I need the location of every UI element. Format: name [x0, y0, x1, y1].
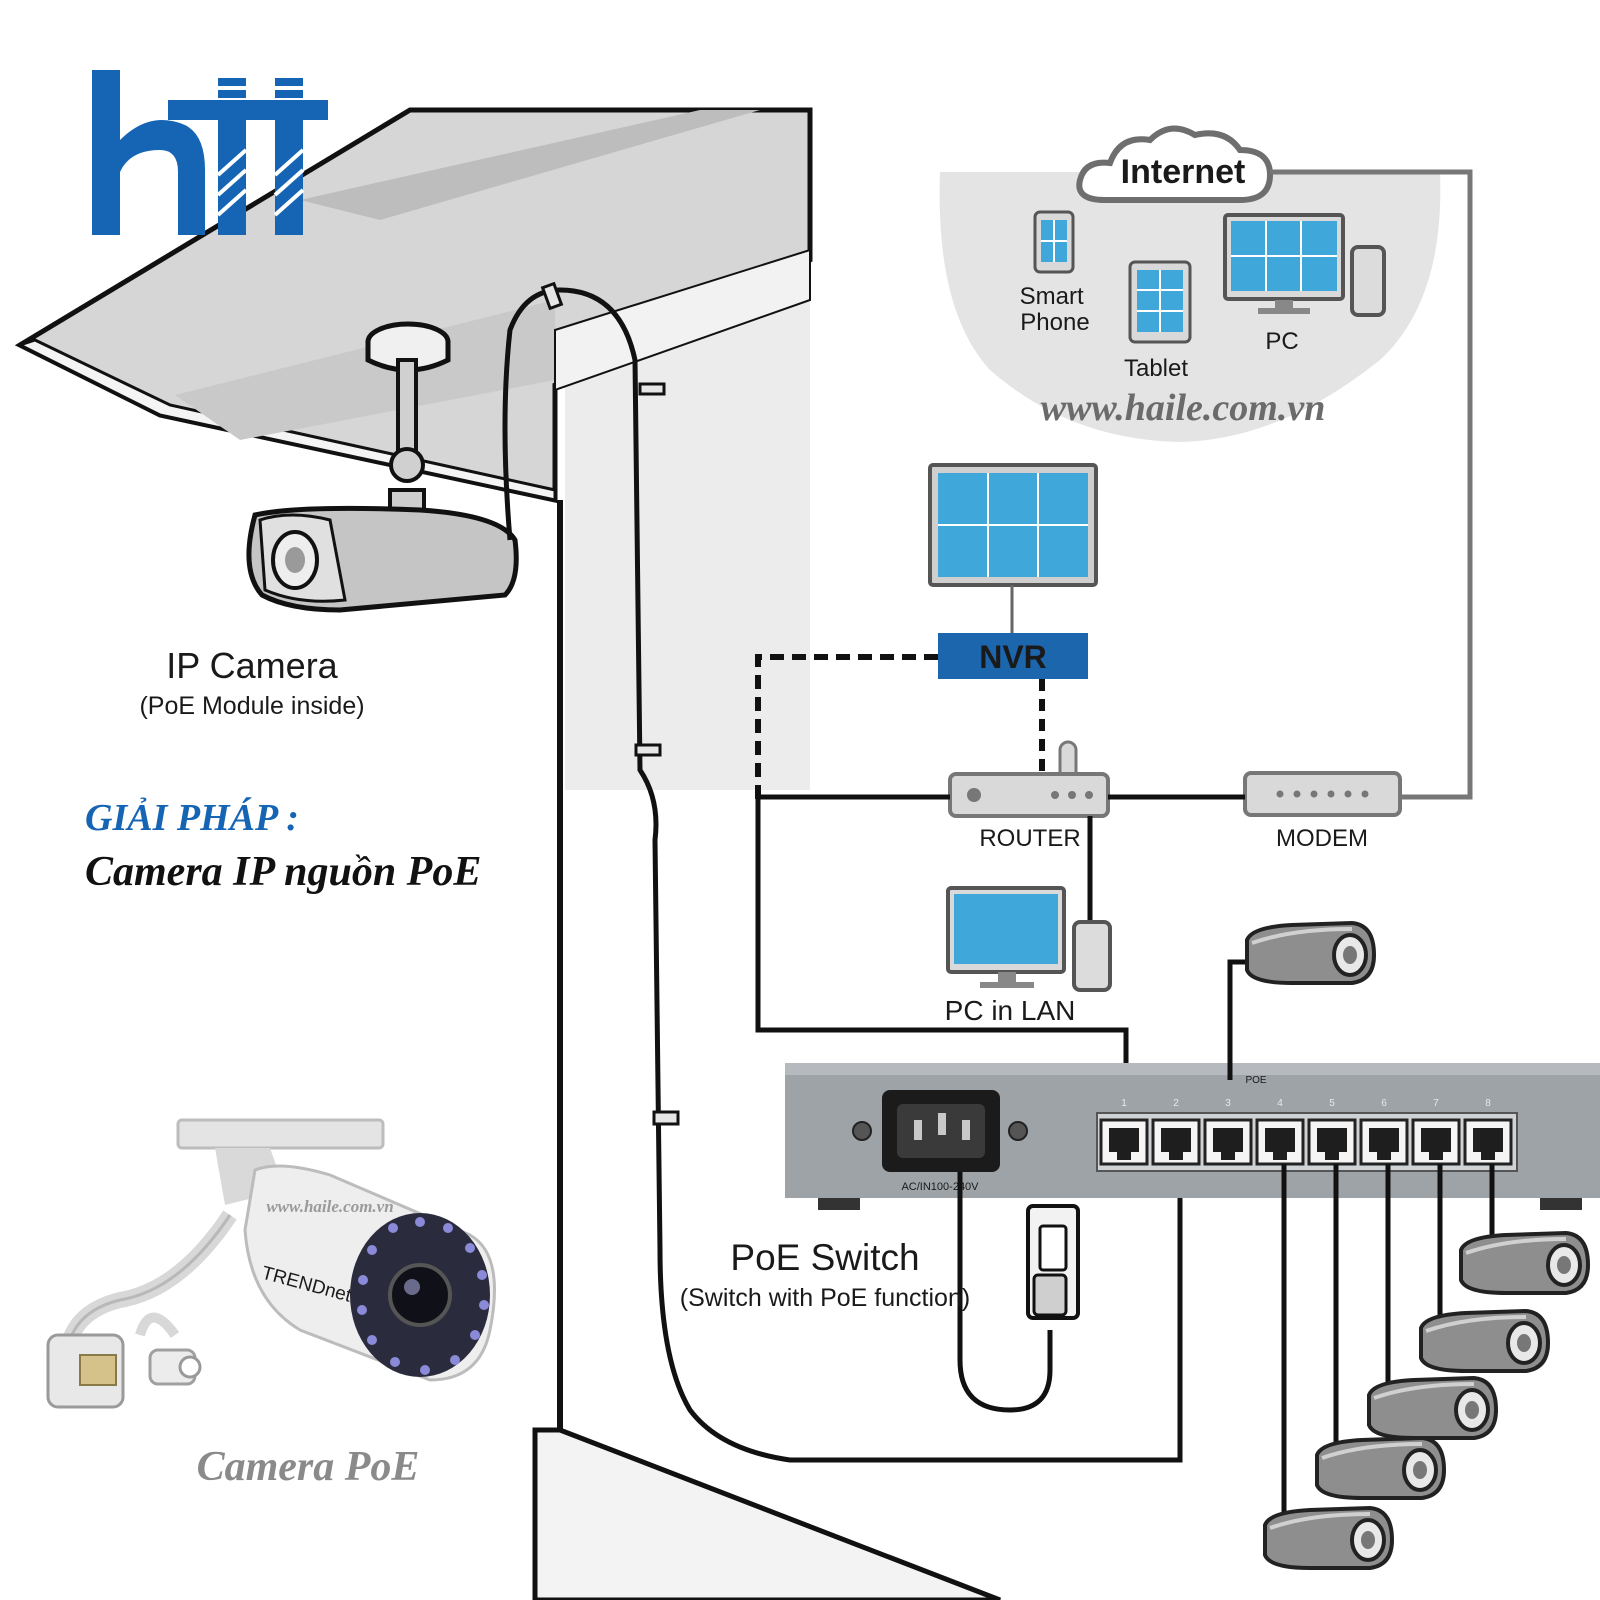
pc-lan-label: PC in LAN: [945, 995, 1076, 1026]
poe-camera-icon: [1315, 1435, 1447, 1500]
rj45-port-icon: [1203, 1118, 1253, 1166]
port-number: 8: [1485, 1098, 1491, 1109]
poe-camera-icon: [1367, 1375, 1499, 1440]
rj45-port-icon: [1255, 1118, 1305, 1166]
internet-zone: Internet Smart Phone Tablet: [939, 125, 1441, 442]
rj45-ports: [1099, 1118, 1513, 1166]
product-watermark: www.haile.com.vn: [266, 1197, 393, 1216]
product-caption: Camera PoE: [197, 1444, 420, 1490]
pc-icon: [1223, 213, 1386, 317]
ip-camera-ceiling: [246, 321, 519, 613]
port-numbers: 1 2 3 4 5 6 7 8: [1121, 1098, 1491, 1109]
smartphone-label-line2: Phone: [1020, 309, 1089, 336]
poe-switch-subtitle: (Switch with PoE function): [680, 1284, 970, 1312]
tablet-label: Tablet: [1124, 355, 1188, 382]
poe-camera-photo: [46, 1118, 496, 1409]
poe-camera-icon: [1459, 1230, 1591, 1295]
nvr-box: [938, 633, 1088, 679]
port-number: 5: [1329, 1098, 1335, 1109]
nvr-label: NVR: [979, 639, 1047, 675]
port3-camera-cable: [1227, 959, 1252, 1080]
port-number: 1: [1121, 1098, 1127, 1109]
port-number: 3: [1225, 1098, 1231, 1109]
port-camera-cable: [1372, 1164, 1391, 1423]
cable-clips: [540, 281, 680, 1126]
modem-icon: [1243, 771, 1402, 817]
smartphone-label-line1: Smart: [1020, 283, 1084, 310]
pc-label: PC: [1265, 328, 1298, 355]
poe-camera-icon: [1245, 920, 1377, 985]
nvr-switch-dashed-link: [755, 654, 938, 800]
ip-camera-subtitle: (PoE Module inside): [139, 692, 364, 720]
port-camera-cable: [1268, 1164, 1287, 1553]
modem-label: MODEM: [1276, 825, 1368, 852]
hit-logo: [92, 70, 328, 235]
poe-marker: POE: [1245, 1075, 1266, 1086]
rj45-port-icon: [1359, 1118, 1409, 1166]
ip-camera-title: IP Camera: [166, 645, 338, 686]
router-label: ROUTER: [979, 825, 1080, 852]
poe-camera-icon: [1419, 1308, 1551, 1373]
nvr-monitor-icon: [928, 463, 1098, 587]
solution-text: Camera IP nguồn PoE: [85, 849, 481, 895]
rj45-port-icon: [1411, 1118, 1461, 1166]
router-icon: [948, 740, 1110, 818]
port-number: 6: [1381, 1098, 1387, 1109]
tablet-icon: [1128, 260, 1192, 344]
rj45-port-icon: [1151, 1118, 1201, 1166]
smartphone-icon: [1033, 210, 1075, 274]
rj45-port-icon: [1307, 1118, 1357, 1166]
poe-switch: AC/IN100-240V POE 1 2 3 4 5 6 7 8: [785, 1063, 1600, 1210]
wall-outlet-icon: [1026, 1204, 1080, 1320]
port-number: 7: [1433, 1098, 1439, 1109]
port-number: 4: [1277, 1098, 1283, 1109]
solution-heading: GIẢI PHÁP :: [85, 796, 299, 839]
power-inlet-icon: [852, 1090, 1028, 1172]
dc-plug-icon: [135, 1312, 202, 1386]
poe-cameras: [1245, 920, 1591, 1570]
building-structure: [14, 107, 1001, 1600]
smartphone-label: Smart Phone: [1020, 283, 1091, 336]
poe-switch-title: PoE Switch: [730, 1237, 919, 1278]
website-label: www.haile.com.vn: [1041, 387, 1326, 429]
port-camera-cable: [1320, 1164, 1339, 1483]
lan-pc-icon: [946, 886, 1112, 992]
port-number: 2: [1173, 1098, 1179, 1109]
power-label: AC/IN100-240V: [901, 1181, 979, 1193]
power-cable: [957, 1172, 1053, 1413]
rj45-port-icon: [1463, 1118, 1513, 1166]
internet-modem-line: [1270, 169, 1473, 800]
camera-cable: [502, 287, 1183, 1463]
cloud-icon: [1076, 125, 1274, 203]
router-switch-line: [755, 794, 1129, 1090]
rj45-plug-icon: [46, 1333, 125, 1409]
rj45-port-icon: [1099, 1118, 1149, 1166]
internet-label: Internet: [1121, 153, 1246, 191]
poe-camera-icon: [1263, 1505, 1395, 1570]
